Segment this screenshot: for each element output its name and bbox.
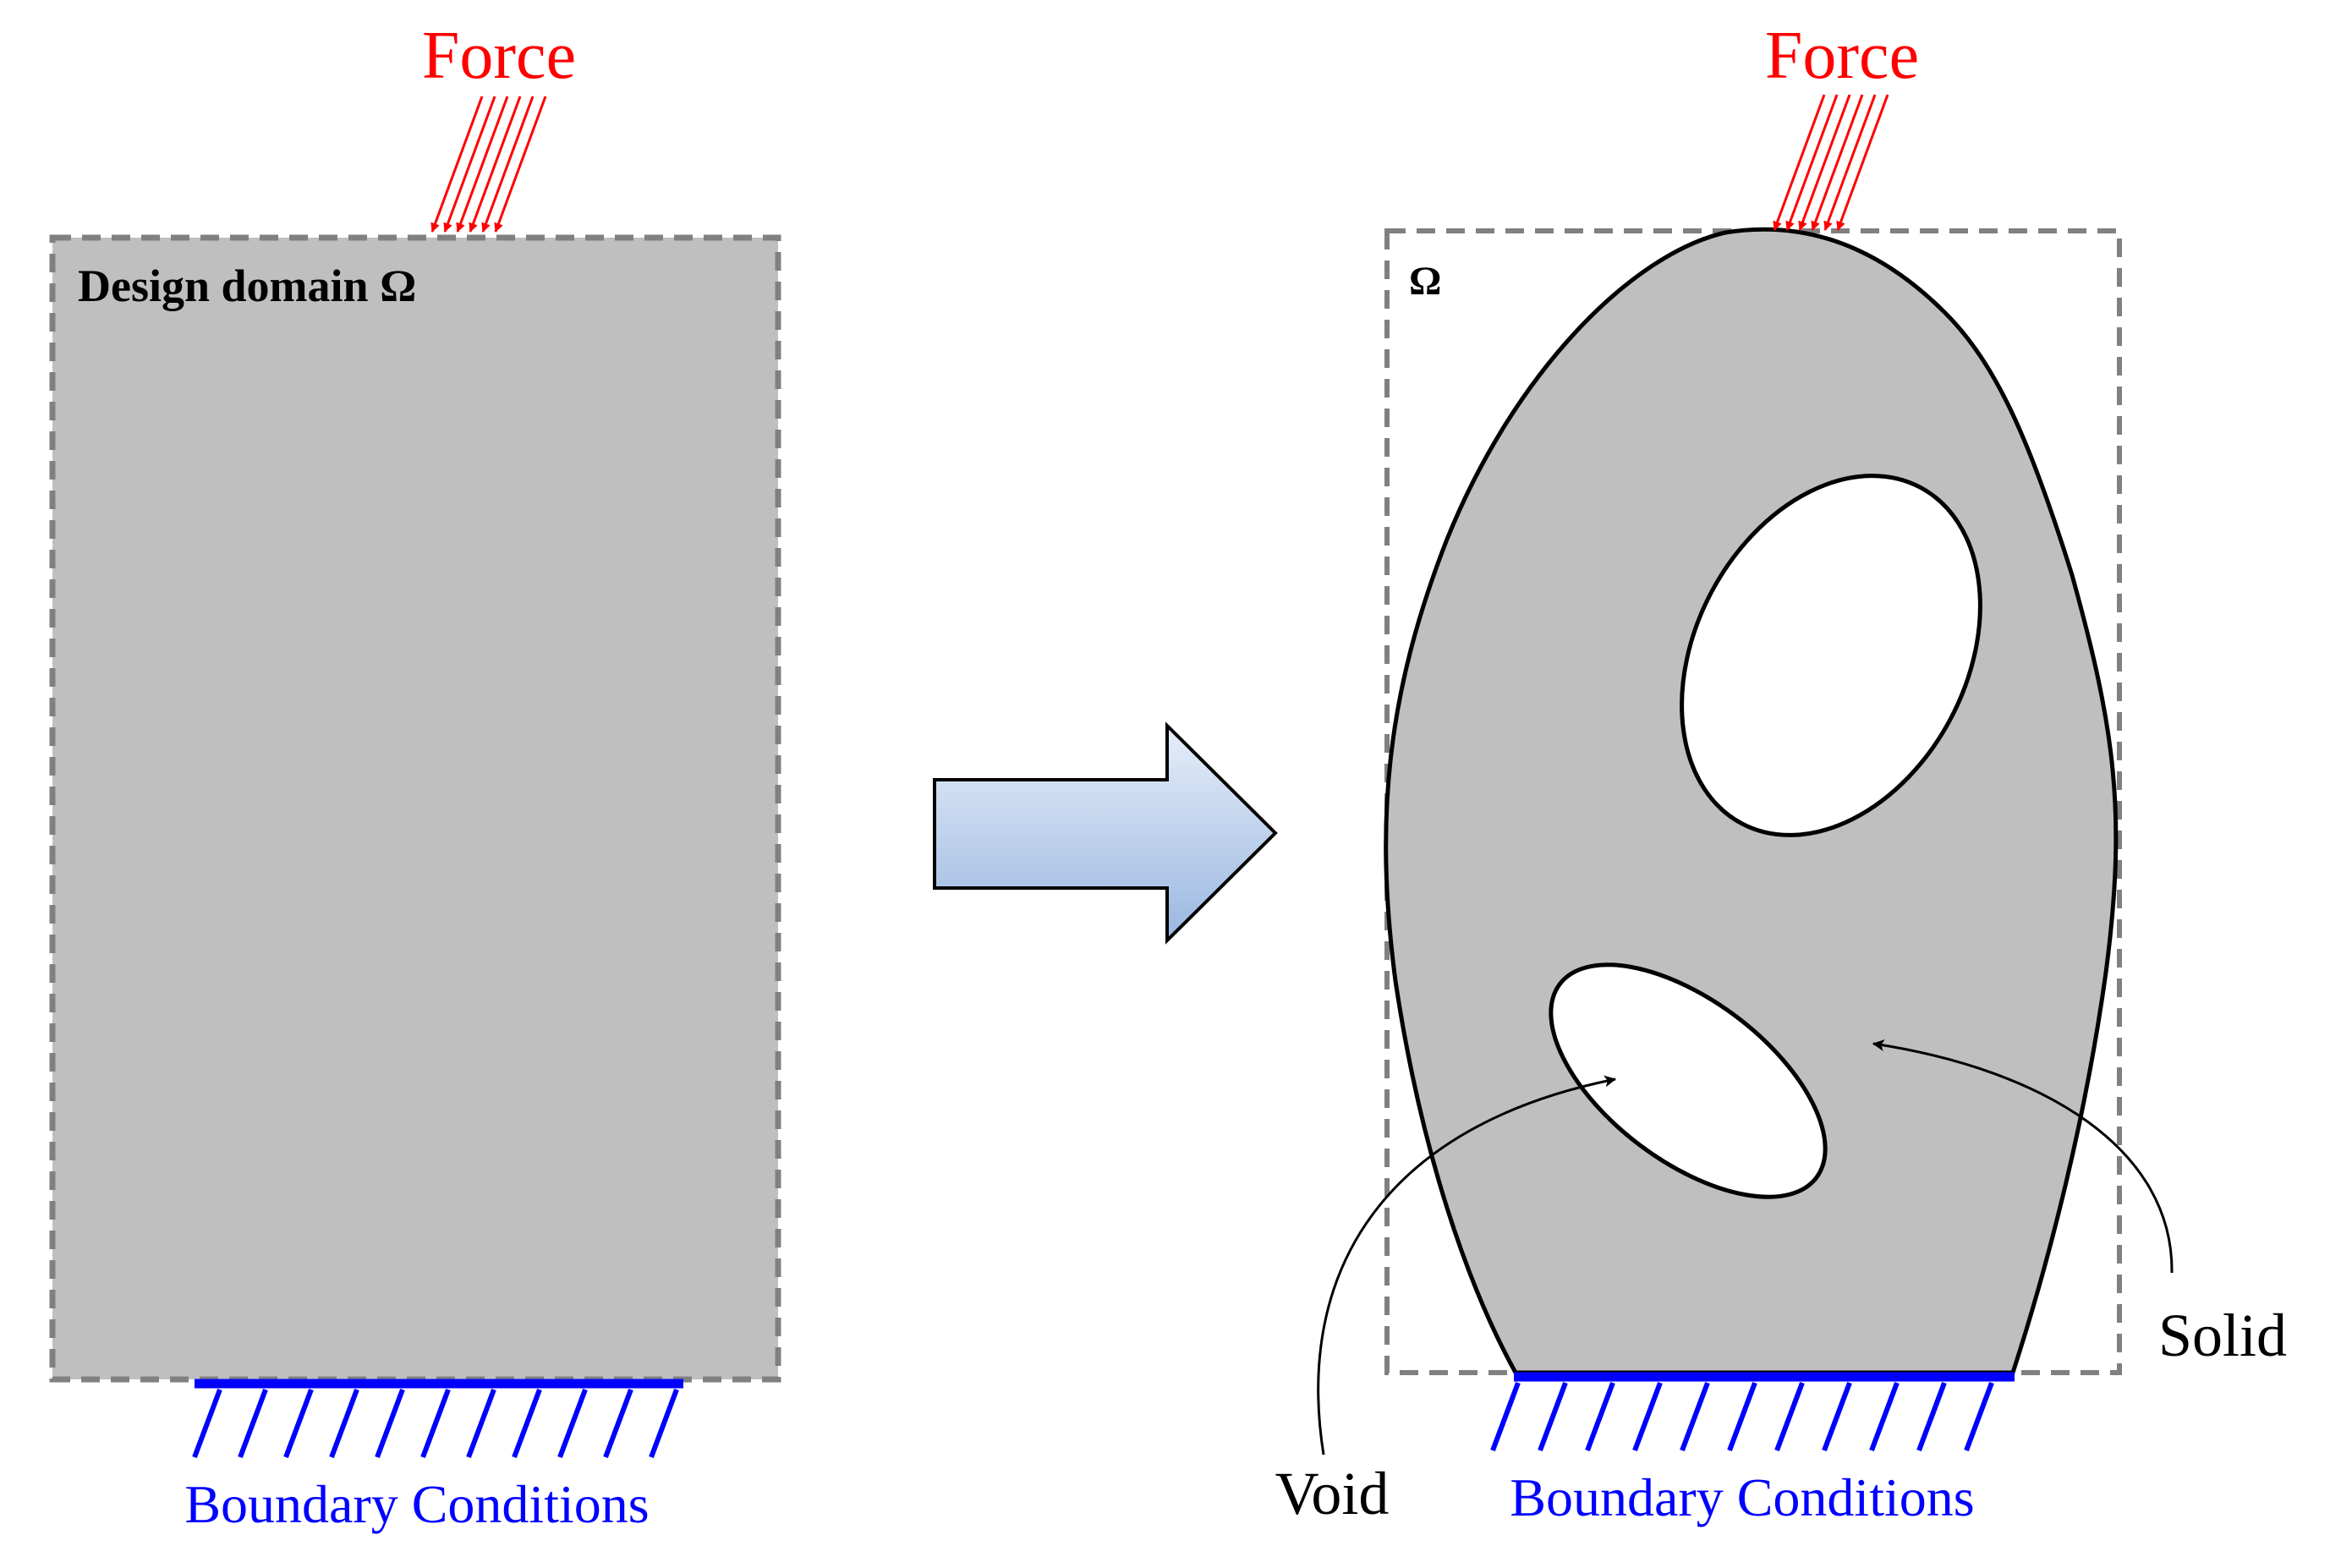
void-upper [1680,474,1982,837]
right-boundary-support [1490,1372,2015,1452]
support-hatches [1490,1381,1994,1452]
force-arrow [494,96,547,233]
left-boundary-label: Boundary Conditions [184,1474,649,1534]
force-arrow [1836,94,1889,231]
void-lower [1549,962,1828,1199]
force-arrow [1773,94,1826,231]
void-pointer-curve [1317,1075,1617,1456]
solid-label: Solid [2158,1302,2287,1369]
right-force-arrows [1773,94,1889,231]
left-panel: Design domain Ω Force [49,19,781,1534]
right-boundary-label: Boundary Conditions [1510,1467,1974,1527]
left-force-arrows [430,96,547,233]
force-arrow [1823,94,1877,231]
right-panel: Ω Force [1275,19,2287,1527]
force-arrow [1798,94,1851,231]
support-hatches [192,1388,679,1459]
force-arrow [430,96,484,233]
design-domain-rect [49,234,781,1383]
transition-arrow [933,721,1278,945]
design-domain-label: Design domain Ω [78,260,416,311]
omega-label: Ω [1409,259,1441,304]
left-boundary-support [192,1379,683,1459]
force-arrow [481,96,535,233]
solid-pointer-curve [1872,1039,2174,1274]
void-label: Void [1275,1460,1390,1527]
force-arrow [456,96,509,233]
left-force-label: Force [422,19,576,93]
force-arrow [1811,94,1864,231]
force-arrow [443,96,496,233]
force-arrow [1785,94,1839,231]
force-arrow [469,96,522,233]
right-force-label: Force [1765,19,1919,93]
